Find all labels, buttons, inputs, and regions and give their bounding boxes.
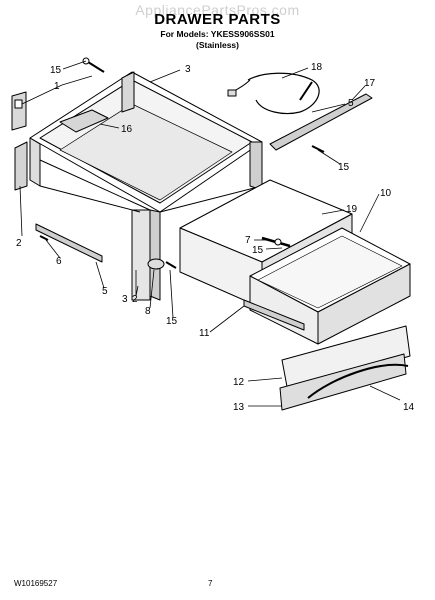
page-title: DRAWER PARTS <box>154 11 281 28</box>
callout-label: 17 <box>364 78 376 89</box>
callout-label: 13 <box>233 402 245 413</box>
watermark-text: AppliancePartsPros.com <box>135 2 300 18</box>
drawer-bracket-illustration <box>261 236 291 248</box>
callout-label: 3 <box>122 294 128 305</box>
callout-label: 15 <box>50 65 62 76</box>
callout-label: 5 <box>102 286 108 297</box>
document-number: W10169527 <box>14 579 58 588</box>
callout-label: 8 <box>145 306 151 317</box>
callout-label: 19 <box>346 204 358 215</box>
leader-lines <box>19 60 401 407</box>
callout-label: 5 <box>348 98 354 109</box>
callout-label: 15 <box>166 316 178 327</box>
slide-rail-illustration <box>269 93 373 151</box>
screw-illustration <box>82 57 105 73</box>
wire-harness-illustration <box>227 72 320 115</box>
page-number: 7 <box>208 579 213 588</box>
callout-label: 15 <box>252 245 264 256</box>
front-rail-illustration <box>35 223 103 263</box>
insulation-pad-illustration <box>59 109 109 133</box>
callout-label: 11 <box>199 328 210 339</box>
handle-illustration <box>307 363 409 399</box>
callout-label: 6 <box>56 256 62 267</box>
callout-label: 2 <box>16 238 22 249</box>
callout-label: 10 <box>380 188 392 199</box>
callout-label: 7 <box>245 235 251 246</box>
callout-label: 14 <box>403 402 415 413</box>
callout-label: 15 <box>338 162 350 173</box>
side-rail-illustration <box>243 299 305 331</box>
callout-label: 3 <box>185 64 191 75</box>
callout-label: 1 <box>54 81 60 92</box>
models-line: For Models: YKESS906SS01 <box>160 29 275 39</box>
callout-label: 16 <box>121 124 133 135</box>
finish-line: (Stainless) <box>196 40 239 50</box>
drawer-front-panel-illustration <box>281 325 411 393</box>
roller-illustration <box>147 258 177 270</box>
callout-label: 2 <box>132 294 138 305</box>
screw-illustration <box>311 145 325 153</box>
bracket-illustration <box>11 91 27 131</box>
callout-label: 12 <box>233 377 245 388</box>
callout-label: 18 <box>311 62 323 73</box>
